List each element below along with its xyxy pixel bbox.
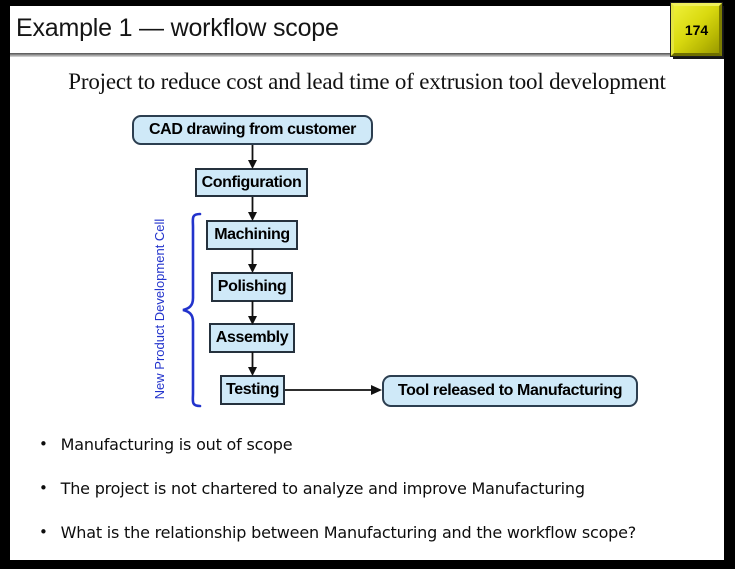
slide: Example 1 — workflow scope 174 Project t… (10, 2, 724, 560)
arrow-down-icon (248, 352, 257, 376)
flow-node-configuration: Configuration (195, 168, 308, 197)
bullet-item: What is the relationship between Manufac… (37, 510, 716, 554)
arrow-down-icon (248, 197, 257, 221)
slide-number-badge: 174 (670, 2, 723, 57)
bullet-text: The project is not chartered to analyze … (60, 478, 585, 498)
flow-node-cad-drawing: CAD drawing from customer (132, 115, 373, 145)
flow-node-tool-released: Tool released to Manufacturing (382, 375, 638, 407)
flow-node-assembly: Assembly (209, 323, 295, 353)
brace-label: New Product Development Cell (152, 218, 167, 400)
bullet-text: Manufacturing is out of scope (60, 434, 293, 454)
slide-title: Example 1 — workflow scope (16, 14, 339, 42)
bullet-text: What is the relationship between Manufac… (60, 522, 637, 542)
arrow-down-icon (248, 249, 257, 273)
bullet-item: Manufacturing is out of scope (37, 422, 716, 466)
title-divider (10, 53, 724, 57)
flow-node-polishing: Polishing (211, 272, 293, 302)
flow-node-machining: Machining (206, 220, 298, 250)
brace-icon (182, 212, 202, 408)
slide-number: 174 (684, 21, 709, 38)
bullet-list: Manufacturing is out of scope The projec… (37, 422, 716, 554)
bullet-item: The project is not chartered to analyze … (37, 466, 716, 510)
flow-node-testing: Testing (220, 375, 285, 405)
arrow-down-icon (248, 145, 257, 169)
arrow-right-icon (285, 385, 382, 395)
arrow-down-icon (248, 301, 257, 325)
slide-subtitle: Project to reduce cost and lead time of … (68, 69, 666, 94)
